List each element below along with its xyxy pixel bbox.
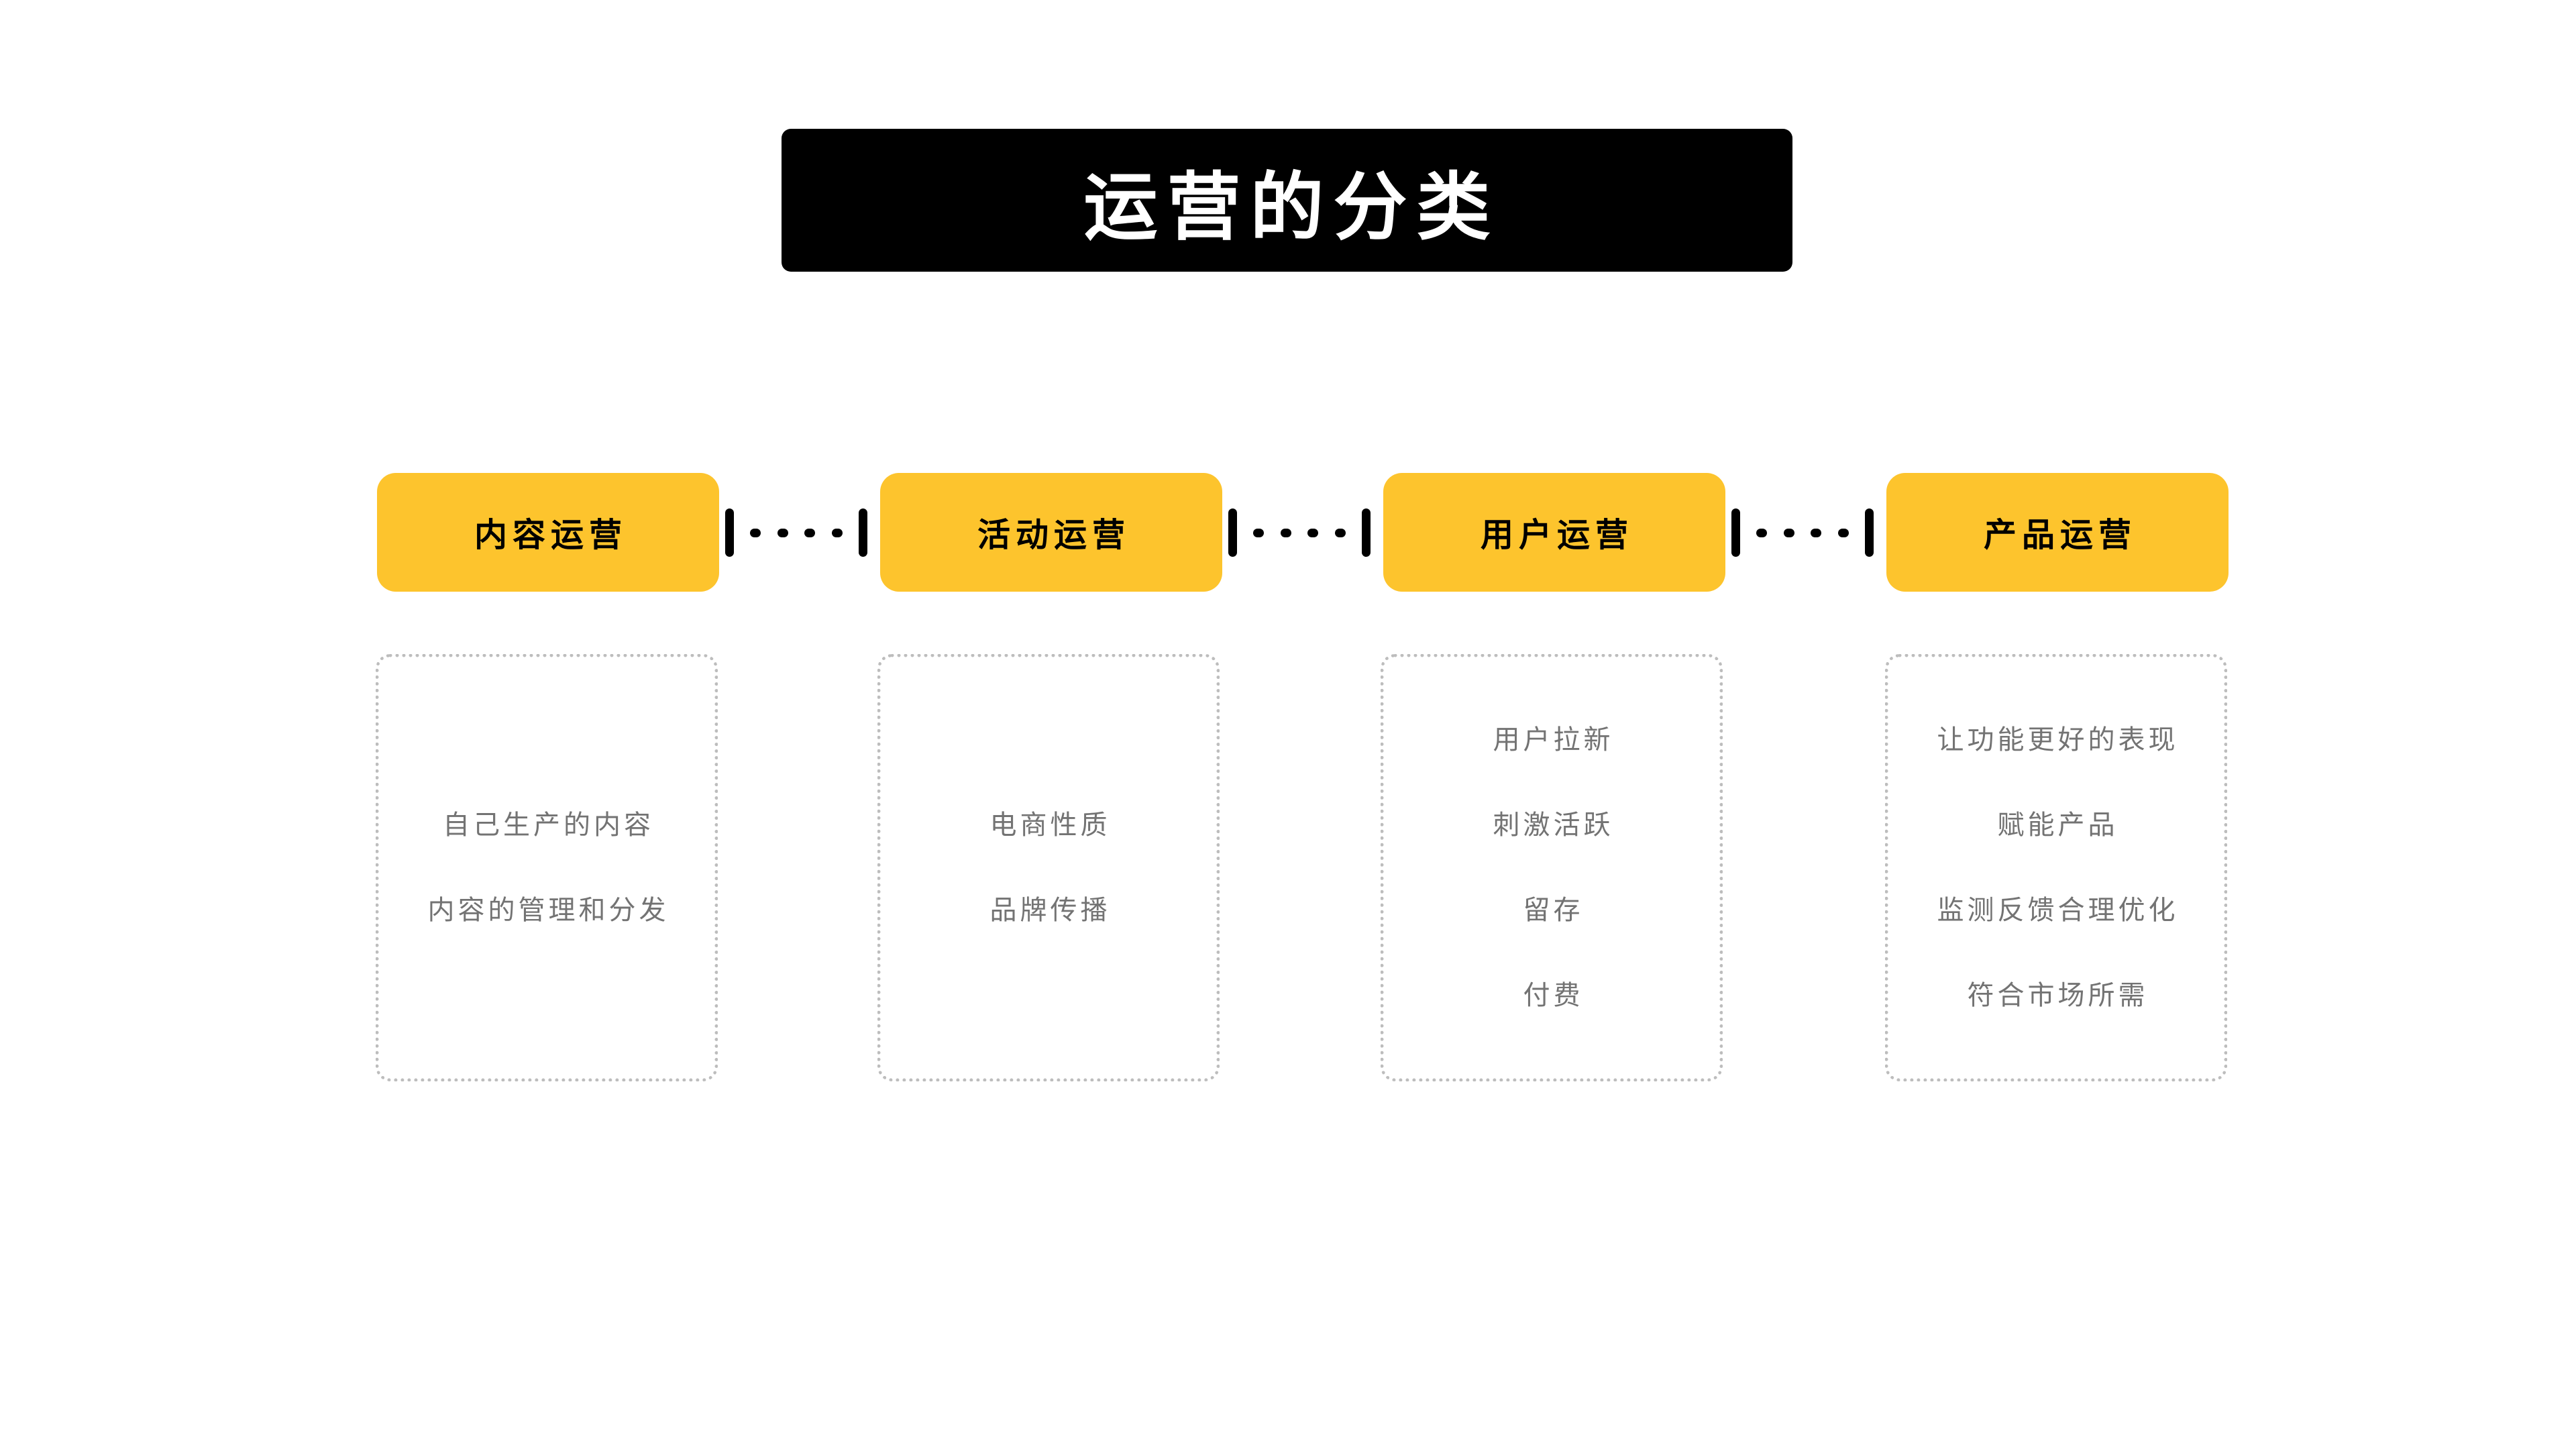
detail-item: 符合市场所需 [1967, 980, 2149, 1010]
connector-dot [750, 528, 761, 537]
connector-dot [1253, 528, 1265, 537]
detail-item: 让功能更好的表现 [1937, 724, 2179, 755]
detail-box-user-operations: 用户拉新 刺激活跃 留存 付费 [1381, 654, 1723, 1081]
detail-item: 自己生产的内容 [443, 810, 654, 840]
title-banner: 运营的分类 [782, 129, 1792, 272]
connector-endpoint-bar [1361, 508, 1371, 557]
detail-box-product-operations: 让功能更好的表现 赋能产品 监测反馈合理优化 符合市场所需 [1885, 654, 2227, 1081]
connector-dot [1811, 528, 1822, 537]
node-user-operations: 用户运营 [1383, 473, 1725, 592]
node-content-operations: 内容运营 [377, 473, 719, 592]
connector-dot [1837, 528, 1849, 537]
connector-dot [831, 528, 843, 537]
detail-item: 电商性质 [989, 810, 1111, 840]
connector-dot [804, 528, 816, 537]
connector-endpoint-bar [1731, 508, 1740, 557]
connector-dot [1280, 528, 1291, 537]
connector-endpoint-bar [1864, 508, 1874, 557]
connector-endpoint-bar [725, 508, 734, 557]
page-title: 运营的分类 [1083, 166, 1500, 249]
node-label: 产品运营 [1983, 517, 2137, 553]
detail-box-content-operations: 自己生产的内容 内容的管理和分发 [376, 654, 718, 1081]
detail-item: 内容的管理和分发 [427, 895, 669, 925]
detail-item: 付费 [1523, 980, 1584, 1010]
detail-item: 品牌传播 [989, 895, 1111, 925]
detail-box-activity-operations: 电商性质 品牌传播 [877, 654, 1220, 1081]
connector-endpoint-bar [1228, 508, 1237, 557]
connector-dot [1334, 528, 1346, 537]
node-label: 用户运营 [1480, 517, 1633, 553]
connector-dot [1756, 528, 1768, 537]
node-activity-operations: 活动运营 [880, 473, 1222, 592]
dashed-connector [725, 508, 867, 557]
dashed-connector [1228, 508, 1371, 557]
connector-endpoint-bar [858, 508, 867, 557]
connector-dot [1783, 528, 1794, 537]
node-product-operations: 产品运营 [1886, 473, 2229, 592]
dashed-connector [1731, 508, 1874, 557]
detail-item: 监测反馈合理优化 [1937, 895, 2179, 925]
connector-dot [1307, 528, 1319, 537]
connector-dot [777, 528, 788, 537]
detail-item: 用户拉新 [1493, 724, 1614, 755]
detail-item: 刺激活跃 [1493, 810, 1614, 840]
detail-item: 留存 [1523, 895, 1584, 925]
node-label: 内容运营 [474, 517, 627, 553]
detail-item: 赋能产品 [1997, 810, 2118, 840]
node-label: 活动运营 [977, 517, 1130, 553]
